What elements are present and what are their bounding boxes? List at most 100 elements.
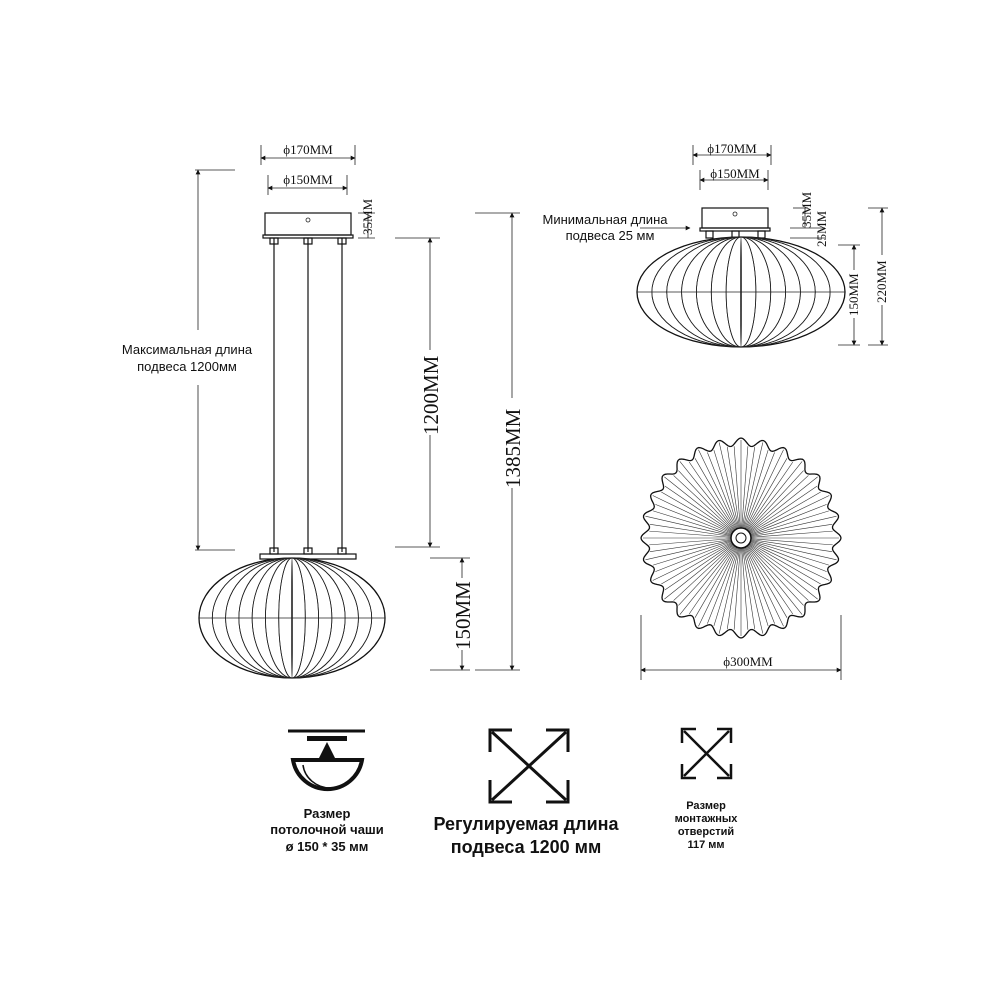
legend-text: Размер: [304, 806, 351, 821]
top-view-rib: [718, 442, 740, 529]
top-view-rib: [744, 547, 775, 624]
top-view-rib: [747, 461, 803, 531]
top-view-rib: [649, 523, 732, 537]
top-view-rib: [750, 541, 827, 572]
top-view-rib: [673, 475, 734, 532]
min-length-label-line1: Минимальная длина: [543, 212, 669, 227]
legend-text: монтажных: [675, 813, 739, 825]
top-view-rib: [652, 540, 732, 566]
top-view-rib: [749, 542, 821, 585]
top-view-rib: [694, 546, 737, 618]
top-view-rib: [652, 495, 733, 534]
top-view-rib: [655, 541, 732, 572]
pendant-shade: [198, 557, 386, 679]
side-shade-height: 150MM: [846, 273, 861, 316]
top-view-rib: [664, 543, 733, 591]
top-view-rib: [749, 491, 821, 534]
top-view-rib: [750, 504, 827, 535]
canopy: [264, 212, 352, 236]
top-view-rib: [744, 452, 775, 529]
top-view-rib: [746, 461, 794, 530]
top-view-rib: [742, 547, 756, 630]
top-view-rib: [678, 470, 735, 531]
top-view-rib: [688, 461, 736, 530]
top-view-rib: [649, 530, 732, 538]
legend-text: потолочной чаши: [270, 822, 384, 837]
top-outer-diameter: ϕ170MM: [283, 142, 333, 157]
side-gap-height: 25MM: [814, 210, 829, 247]
top-view-rib: [679, 545, 735, 615]
top-view-rib: [707, 452, 738, 529]
total-height: 1385MM: [501, 408, 525, 488]
mounting-holes-icon: [680, 727, 733, 780]
adjustable-length-icon: [488, 728, 570, 804]
top-view-rib: [745, 546, 788, 618]
top-view-rib: [748, 476, 818, 532]
top-view-rib: [652, 510, 732, 536]
top-view-rib: [645, 515, 732, 537]
top-view-rib: [673, 544, 734, 601]
side-shade: [636, 236, 846, 348]
side-view: ϕ170MM ϕ150MM Минимальная длина подвеса …: [543, 141, 889, 348]
top-view-rib: [748, 544, 809, 601]
legend-mounting-holes: Размер монтажных отверстий 117 мм: [675, 727, 739, 851]
side-canopy-height: 35MM: [799, 191, 814, 228]
top-inner-diameter: ϕ150MM: [283, 172, 333, 187]
top-view-rib: [750, 515, 837, 537]
top-view-rib: [749, 495, 830, 534]
legend-ceiling-bowl: Размер потолочной чаши ø 150 * 35 мм: [270, 729, 384, 854]
max-length-label-line1: Максимальная длина: [122, 342, 253, 357]
top-view-rib: [726, 547, 740, 630]
top-view-rib: [741, 547, 749, 630]
top-view-rib: [741, 446, 749, 529]
top-view-rib: [747, 545, 804, 606]
legend-text: ø 150 * 35 мм: [286, 839, 369, 854]
top-view-rib: [679, 461, 735, 531]
top-view-rib: [745, 546, 784, 627]
top-view-rib: [664, 544, 734, 600]
top-view-rib: [749, 485, 818, 533]
top-view-rib: [750, 540, 830, 566]
top-view-rib: [688, 546, 736, 615]
max-length-label-line2: подвеса 1200мм: [137, 359, 237, 374]
legend-adjustable-length: Регулируемая длина подвеса 1200 мм: [433, 728, 620, 857]
legend-text: Регулируемая длина: [433, 814, 619, 834]
top-view-rib: [747, 470, 804, 531]
side-total-height: 220MM: [874, 260, 889, 303]
top-view-rib: [726, 446, 740, 529]
top-view-rib: [661, 491, 733, 534]
top-view-rib: [707, 547, 738, 624]
top-view-rib: [747, 545, 803, 615]
top-view-rib: [698, 546, 737, 627]
top-view-rib: [750, 530, 833, 538]
top-view-rib: [748, 475, 809, 532]
top-view-rib: [750, 510, 830, 536]
top-view-rib: [718, 547, 740, 634]
shade-height: 150MM: [451, 581, 475, 650]
cable-length: 1200MM: [419, 355, 443, 435]
top-view-rib: [652, 542, 733, 581]
top-view-rib: [655, 504, 732, 535]
legend-text: 117 мм: [687, 839, 724, 851]
top-view-rib: [745, 458, 788, 530]
front-view: ϕ170MM ϕ150MM 35MM Максимальная длина по…: [122, 142, 525, 679]
legend-text: подвеса 1200 мм: [451, 837, 602, 857]
top-view-diameter: ϕ300MM: [723, 654, 773, 669]
top-view-rib: [743, 449, 769, 529]
top-view-rib: [750, 523, 833, 537]
top-view-rib: [749, 542, 830, 581]
top-view-rib: [645, 539, 732, 561]
legend-text: отверстий: [678, 826, 734, 838]
top-view: ϕ300MM: [640, 437, 842, 680]
side-top-outer-diameter: ϕ170MM: [707, 141, 757, 156]
top-view-rib: [713, 449, 739, 529]
top-view-rib: [698, 449, 737, 530]
top-view-rib: [664, 476, 734, 532]
top-view-rib: [661, 542, 733, 585]
legend-text: Размер: [686, 800, 726, 812]
min-length-label-line2: подвеса 25 мм: [566, 228, 655, 243]
top-view-rib: [733, 446, 741, 529]
top-view-rib: [750, 539, 837, 561]
